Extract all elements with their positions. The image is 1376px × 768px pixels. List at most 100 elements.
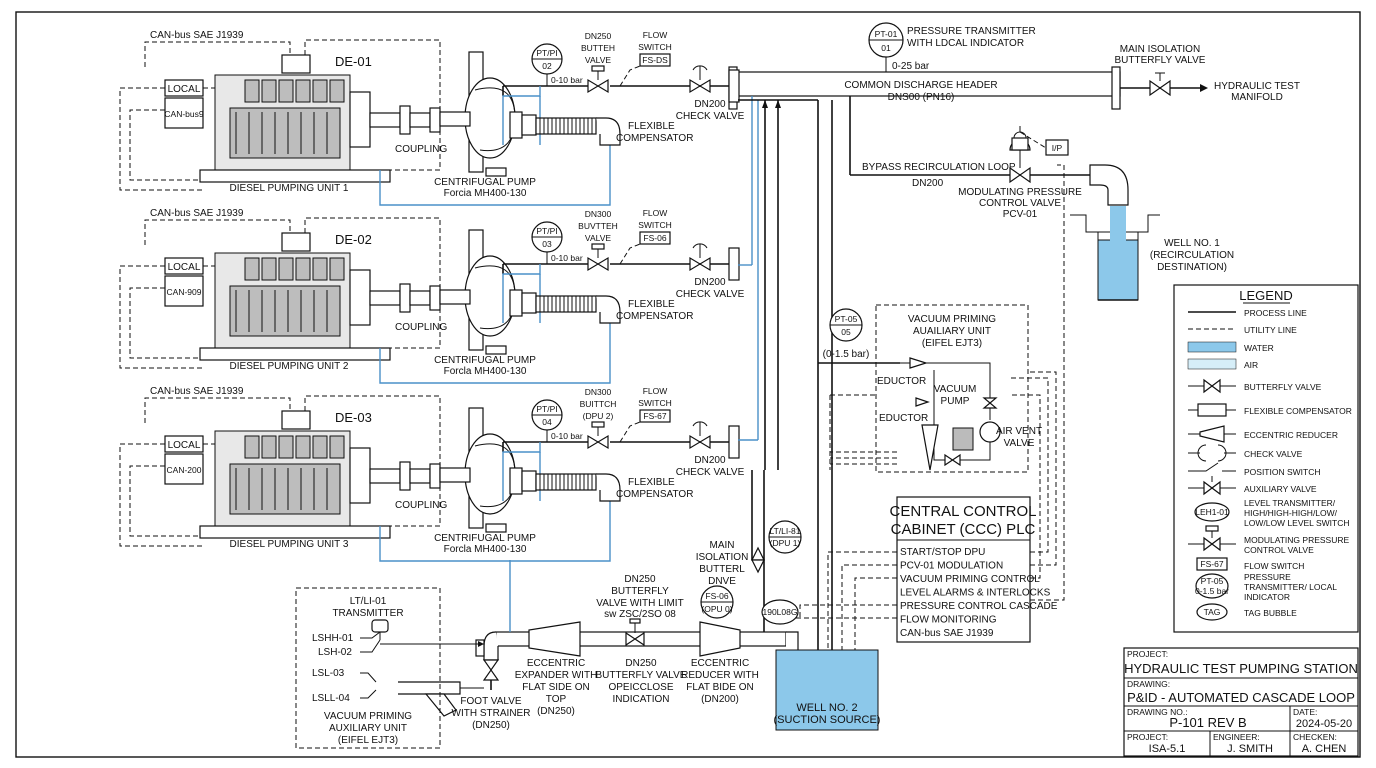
svg-text:LT/LI-01: LT/LI-01 xyxy=(350,596,387,607)
svg-text:BUTTERFLY: BUTTERFLY xyxy=(611,586,669,597)
svg-text:CENTRIFUGAL PUMP: CENTRIFUGAL PUMP xyxy=(434,533,536,544)
legend-item: CHECK VALVE xyxy=(1188,444,1303,462)
svg-text:PUMP: PUMP xyxy=(941,396,970,407)
svg-text:ECCENTRIC: ECCENTRIC xyxy=(527,658,585,669)
ccc-item: VACUUM PRIMING CONTROL xyxy=(900,574,1040,585)
legend-item: POSITION SWITCH xyxy=(1188,462,1321,477)
svg-text:ECCENTRIC: ECCENTRIC xyxy=(691,658,749,669)
svg-text:EDUCTOR: EDUCTOR xyxy=(877,376,926,387)
legend-label: ECCENTRIC REDUCER xyxy=(1244,430,1338,440)
bypass-loop: BYPASS RECIRCULATION LOOP DN200 I/P MODU… xyxy=(849,96,1234,301)
svg-text:FLOW: FLOW xyxy=(643,208,668,218)
svg-text:DN250: DN250 xyxy=(585,31,612,41)
svg-text:0-10 bar: 0-10 bar xyxy=(551,431,583,441)
level-transmitter-box: LT/LI-01 TRANSMITTER LSHH-01 LSH-02 LSL-… xyxy=(295,560,511,749)
svg-text:MAIN ISOLATION: MAIN ISOLATION xyxy=(1120,44,1200,55)
svg-text:PT/PI: PT/PI xyxy=(536,404,557,414)
svg-text:(RECIRCULATION: (RECIRCULATION xyxy=(1150,250,1234,261)
svg-text:FOOT VALVE: FOOT VALVE xyxy=(460,696,521,707)
svg-text:ISA-5.1: ISA-5.1 xyxy=(1149,743,1186,755)
svg-text:CAN-909: CAN-909 xyxy=(167,287,202,297)
svg-text:Forcia MH400-130: Forcia MH400-130 xyxy=(444,188,527,199)
svg-text:COMPENSATOR: COMPENSATOR xyxy=(616,311,693,322)
eccentric-reducer xyxy=(699,621,741,657)
svg-text:MAIN: MAIN xyxy=(710,540,735,551)
svg-text:FLOW: FLOW xyxy=(643,30,668,40)
legend-item: WATER xyxy=(1187,341,1274,353)
svg-text:CAN-bus SAE J1939: CAN-bus SAE J1939 xyxy=(150,208,244,219)
svg-text:FLAT SIDE ON: FLAT SIDE ON xyxy=(522,682,589,693)
flow-switch xyxy=(639,53,671,67)
svg-text:ISOLATION: ISOLATION xyxy=(696,552,749,563)
svg-text:VACUUM: VACUUM xyxy=(934,384,977,395)
svg-text:DE-03: DE-03 xyxy=(335,410,372,425)
svg-text:AIR VENT: AIR VENT xyxy=(996,426,1042,437)
svg-text:05: 05 xyxy=(841,327,851,337)
svg-text:CAN-bus9: CAN-bus9 xyxy=(164,109,203,119)
svg-text:MODULATING PRESSURE: MODULATING PRESSURE xyxy=(958,187,1082,198)
svg-text:TRANSMITTER: TRANSMITTER xyxy=(332,608,403,619)
pumping-unit-2: CAN-bus SAE J1939LOCALCAN-909DE-02DIESEL… xyxy=(119,208,745,384)
svg-text:COUPLING: COUPLING xyxy=(395,500,447,511)
svg-text:PT/PI: PT/PI xyxy=(536,226,557,236)
svg-text:LOCAL: LOCAL xyxy=(168,262,201,273)
svg-text:COMPENSATOR: COMPENSATOR xyxy=(616,489,693,500)
svg-text:FLAT BIDE ON: FLAT BIDE ON xyxy=(686,682,753,693)
svg-text:Forcla MH400-130: Forcla MH400-130 xyxy=(444,366,527,377)
legend-label: AIR xyxy=(1244,360,1258,370)
common-discharge-header: COMMON DISCHARGE HEADER DNS00 (PN16) MAI… xyxy=(728,22,1300,110)
svg-text:P-101 REV B: P-101 REV B xyxy=(1169,715,1246,730)
svg-text:WELL NO. 1: WELL NO. 1 xyxy=(1164,238,1220,249)
butterfly-valve xyxy=(587,78,609,94)
legend-label: AUXILIARY VALVE xyxy=(1244,484,1317,494)
butterfly-valve xyxy=(587,256,609,272)
svg-text:CENTRAL CONTROL: CENTRAL CONTROL xyxy=(890,503,1037,520)
svg-text:CHECK VALVE: CHECK VALVE xyxy=(676,289,745,300)
svg-text:2024-05-20: 2024-05-20 xyxy=(1296,718,1352,730)
svg-text:DN250: DN250 xyxy=(625,658,657,669)
svg-text:BUVTTEH: BUVTTEH xyxy=(578,221,618,231)
svg-text:04: 04 xyxy=(542,417,552,427)
flow-switch xyxy=(639,231,671,245)
legend-item: FLEXIBLE COMPENSATOR xyxy=(1188,403,1352,417)
svg-text:COMPENSATOR: COMPENSATOR xyxy=(616,133,693,144)
svg-text:FLEXIBLE: FLEXIBLE xyxy=(628,299,675,310)
svg-text:FLEXIBLE: FLEXIBLE xyxy=(628,477,675,488)
svg-text:VALVE: VALVE xyxy=(1004,438,1035,449)
svg-text:DIESEL PUMPING UNIT 1: DIESEL PUMPING UNIT 1 xyxy=(230,183,349,194)
svg-text:LEH1-01: LEH1-01 xyxy=(1195,507,1229,517)
dn250-butterfly-valve xyxy=(625,631,645,647)
svg-text:EXPANDER WITH: EXPANDER WITH xyxy=(515,670,598,681)
svg-text:LSHH-01: LSHH-01 xyxy=(312,633,354,644)
check-valve xyxy=(689,78,711,94)
svg-text:VACUUM PRIMING: VACUUM PRIMING xyxy=(324,711,412,722)
pumping-unit-3: CAN-bus SAE J1939LOCALCAN-200DE-03DIESEL… xyxy=(119,386,745,562)
svg-text:DN200: DN200 xyxy=(694,455,726,466)
svg-text:CABINET (CCC) PLC: CABINET (CCC) PLC xyxy=(891,521,1036,538)
ccc-item: PCV-01 MODULATION xyxy=(900,561,1003,572)
svg-text:DN300: DN300 xyxy=(585,209,612,219)
svg-text:CHECK VALVE: CHECK VALVE xyxy=(676,111,745,122)
svg-text:OPEICCLOSE: OPEICCLOSE xyxy=(608,682,673,693)
header-risers xyxy=(738,96,900,668)
svg-text:P&ID - AUTOMATED CASCADE LOOP: P&ID - AUTOMATED CASCADE LOOP xyxy=(1127,690,1355,705)
svg-text:EDUCTOR: EDUCTOR xyxy=(879,413,928,424)
legend-label: FLEXIBLE COMPENSATOR xyxy=(1244,406,1352,416)
svg-text:(DN200): (DN200) xyxy=(701,694,739,705)
svg-text:FS-DS: FS-DS xyxy=(642,55,668,65)
pumping-unit-1: CAN-bus SAE J1939LOCALCAN-bus9DE-01DIESE… xyxy=(119,30,745,206)
svg-text:J. SMITH: J. SMITH xyxy=(1227,743,1273,755)
svg-text:COUPLING: COUPLING xyxy=(395,144,447,155)
svg-text:CAN-200: CAN-200 xyxy=(167,465,202,475)
svg-text:INDICATION: INDICATION xyxy=(612,694,669,705)
svg-text:LOCAL: LOCAL xyxy=(168,84,201,95)
svg-text:WITH STRAINER: WITH STRAINER xyxy=(452,708,531,719)
svg-text:(EIFEL EJT3): (EIFEL EJT3) xyxy=(338,735,398,746)
ccc-item: CAN-bus SAE J1939 xyxy=(900,628,994,639)
svg-text:DN200: DN200 xyxy=(694,277,726,288)
svg-text:sw ZSC/2SO 08: sw ZSC/2SO 08 xyxy=(604,609,676,620)
svg-text:SWITCH: SWITCH xyxy=(638,220,672,230)
